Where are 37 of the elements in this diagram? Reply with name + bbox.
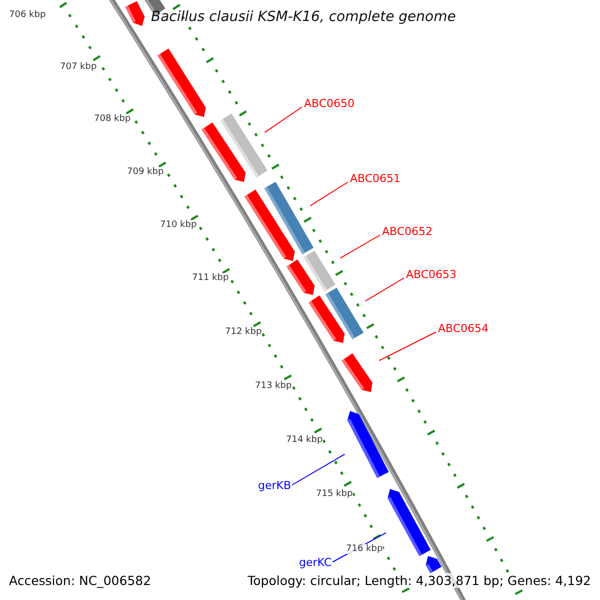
scale-label: 716 kbp [346, 544, 383, 554]
scale-label: 714 kbp [286, 435, 323, 445]
leader-line [378, 332, 436, 362]
gene-band [325, 288, 364, 340]
gene-band [264, 182, 314, 254]
gene-band [304, 250, 336, 292]
leader-line [365, 278, 404, 302]
scale-label: 712 kbp [225, 327, 262, 337]
scale-label: 711 kbp [192, 273, 229, 283]
gene-block [342, 353, 372, 392]
scale-label: 707 kbp [60, 62, 97, 72]
gene-label: ABC0651 [350, 172, 401, 185]
gene-block [158, 48, 206, 117]
scale-label: 710 kbp [160, 220, 197, 230]
gene-label: ABC0654 [438, 322, 489, 335]
gene-band [220, 114, 268, 178]
gene-label: ABC0650 [304, 97, 355, 110]
leader-line [264, 106, 302, 133]
gene-label: gerKB [258, 479, 292, 492]
scale-label: 708 kbp [94, 114, 131, 124]
map-title: Bacillus clausii KSM-K16, complete genome [151, 9, 456, 25]
gene-block [426, 556, 442, 574]
scale-label: 715 kbp [316, 489, 353, 499]
gene-block [388, 489, 431, 556]
gene-label: ABC0652 [382, 225, 433, 238]
scale-label: 706 kbp [9, 10, 46, 20]
leader-line [292, 454, 346, 486]
gene-block [347, 411, 389, 478]
scale-label: 709 kbp [127, 167, 164, 177]
leader-line [310, 182, 348, 206]
gene-label: ABC0653 [406, 268, 457, 281]
gene-label: gerKC [299, 556, 332, 569]
genome-info-text: Topology: circular; Length: 4,303,871 bp; Genes: 4,192 [248, 573, 591, 588]
gene-block [125, 1, 145, 26]
scale-label: 713 kbp [255, 381, 292, 391]
leader-line [340, 234, 380, 259]
accession-text: Accession: NC_006582 [9, 573, 152, 588]
